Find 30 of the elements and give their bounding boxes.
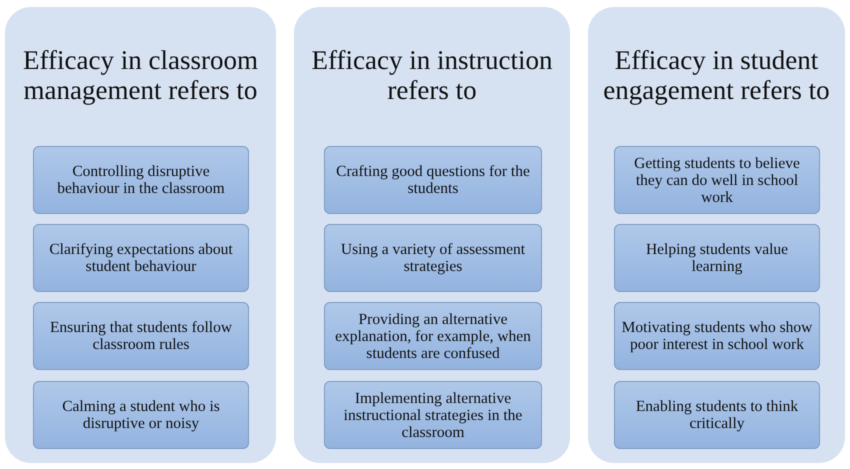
category-panel <box>294 7 570 463</box>
item-box <box>324 381 542 449</box>
item-text: Crafting good questions for the students <box>335 163 531 197</box>
item-text: Controlling disruptive behaviour in the classroom <box>56 163 226 197</box>
item-text: Helping students value learning <box>644 241 790 275</box>
category-panel <box>588 7 845 463</box>
item-box <box>614 146 820 214</box>
item-box <box>614 381 820 449</box>
item-box <box>33 224 249 292</box>
item-text: Motivating students who show poor interest in school work <box>620 319 814 353</box>
item-text: Ensuring that students follow classroom rules <box>48 319 234 353</box>
item-box <box>33 381 249 449</box>
item-box <box>33 146 249 214</box>
item-box <box>33 302 249 370</box>
item-box <box>324 146 542 214</box>
item-text: Calming a student who is disruptive or noisy <box>61 398 221 432</box>
item-text: Enabling students to think critically <box>634 398 800 432</box>
item-box <box>614 224 820 292</box>
panel-heading: Efficacy in student engagement refers to <box>602 45 831 107</box>
item-text: Implementing alternative instructional strategies in the classroom <box>342 390 524 440</box>
item-text: Using a variety of assessment strategies <box>340 241 526 275</box>
panel-heading: Efficacy in instruction refers to <box>310 45 554 107</box>
panel-heading: Efficacy in classroom management refers to <box>22 45 259 107</box>
item-text: Clarifying expectations about student behaviour <box>48 241 234 275</box>
item-text: Getting students to believe they can do well in school work <box>633 154 801 206</box>
item-box <box>324 224 542 292</box>
item-box <box>614 302 820 370</box>
item-text: Providing an alternative explanation, for example, when students are confused <box>334 310 532 362</box>
category-panel <box>5 7 276 463</box>
item-box <box>324 302 542 370</box>
